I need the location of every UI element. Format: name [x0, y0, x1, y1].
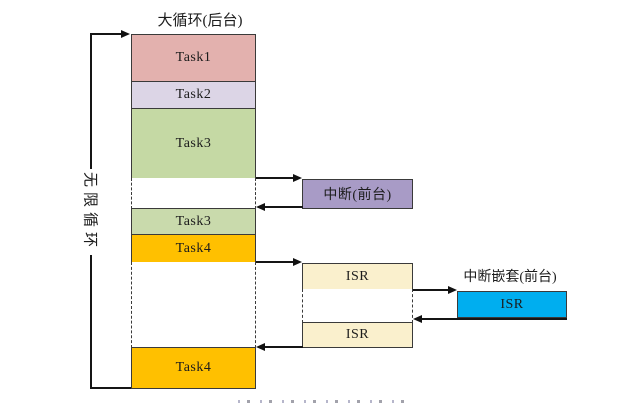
- task-block: Task4: [131, 234, 256, 263]
- task-label: Task1: [175, 50, 212, 65]
- column-suspended-gap: [131, 178, 256, 209]
- loop-arrowhead-icon: [121, 30, 130, 38]
- nested-return-arrowhead-icon: [413, 315, 422, 323]
- isr-call-arrowhead-icon: [293, 258, 302, 266]
- task-block: Task2: [131, 81, 256, 109]
- cut-off-caption: [238, 400, 413, 403]
- task-label: Task4: [175, 360, 212, 375]
- interrupt-return-arrowhead-icon: [256, 203, 265, 211]
- nested-isr-box: ISR: [457, 291, 567, 318]
- nested-call-arrowhead-icon: [448, 286, 457, 294]
- interrupt-call-arrowhead-icon: [293, 174, 302, 182]
- task-label: Task3: [175, 135, 212, 151]
- interrupt-call-line: [256, 177, 296, 179]
- nested-return-line: [420, 318, 567, 320]
- isr-label: ISR: [345, 268, 370, 284]
- nested-isr-label: ISR: [500, 296, 524, 312]
- isr-suspended-gap: [302, 289, 413, 323]
- task-block: Task4: [131, 347, 256, 389]
- isr-label: ISR: [345, 327, 370, 342]
- nested-call-line: [413, 289, 451, 291]
- task-block: Task1: [131, 34, 256, 82]
- loop-line-bottom: [90, 387, 132, 389]
- isr-box: ISR: [302, 322, 413, 348]
- infinite-loop-label: 无限循环: [80, 168, 102, 256]
- isr-return-arrowhead-icon: [256, 343, 265, 351]
- task-label: Task3: [175, 213, 212, 229]
- interrupt-box: 中断(前台): [302, 179, 413, 209]
- nested-interrupt-title: 中断嵌套(前台): [463, 270, 557, 285]
- background-loop-title: 大循环(后台): [157, 13, 243, 29]
- isr-call-line: [256, 261, 296, 263]
- isr-box: ISR: [302, 263, 413, 290]
- isr-return-line: [263, 346, 303, 348]
- loop-line-top: [90, 33, 123, 35]
- interrupt-return-line: [263, 206, 303, 208]
- task-block: Task3: [131, 108, 256, 179]
- interrupt-label: 中断(前台): [323, 188, 392, 203]
- task-label: Task2: [175, 87, 212, 102]
- column-suspended-gap: [131, 262, 256, 348]
- task-label: Task4: [175, 240, 212, 256]
- task-block: Task3: [131, 208, 256, 235]
